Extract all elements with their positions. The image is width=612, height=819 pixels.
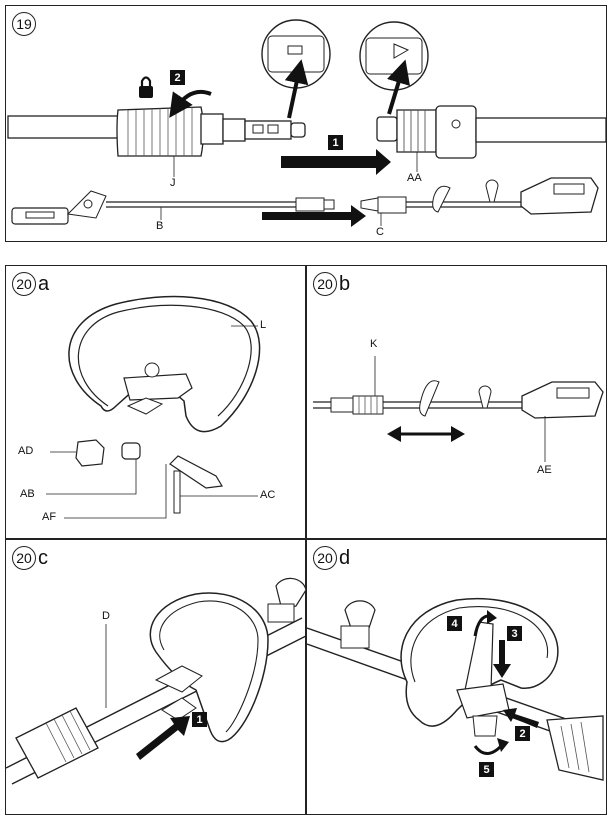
lock-icon bbox=[139, 76, 153, 98]
rotate-arrow-icon bbox=[473, 742, 505, 755]
label-d: D bbox=[102, 610, 110, 622]
part-ab bbox=[121, 442, 141, 460]
figure-20a-illustration bbox=[46, 295, 261, 519]
step-badge-2: 2 bbox=[515, 726, 530, 741]
figure-number: 20 c bbox=[12, 546, 48, 570]
arrow-down-icon bbox=[493, 640, 511, 678]
trimmer-body bbox=[313, 380, 604, 419]
step-badge-4: 4 bbox=[447, 616, 462, 631]
arrow-left-icon bbox=[503, 708, 539, 728]
figure-number: 20 b bbox=[313, 272, 350, 296]
figure-20d-illustration bbox=[307, 598, 604, 781]
double-arrow-icon bbox=[387, 426, 465, 442]
label-ab: AB bbox=[20, 488, 35, 500]
step-badge-1: 1 bbox=[192, 712, 207, 727]
pole-saw-head bbox=[11, 190, 335, 225]
label-k: K bbox=[370, 338, 378, 350]
right-shaft bbox=[376, 105, 607, 159]
figure-number-circle: 20 bbox=[313, 546, 337, 570]
figure-number-circle: 20 bbox=[12, 546, 36, 570]
part-ad bbox=[75, 439, 105, 467]
figure-suffix: b bbox=[339, 272, 351, 295]
rotate-arrow-icon bbox=[169, 89, 212, 118]
figure-suffix: d bbox=[339, 546, 351, 569]
figure-20a-panel: 20 a L AD AB AC AF bbox=[5, 265, 306, 539]
figure-20b-illustration bbox=[313, 356, 604, 462]
zoom-callout-left bbox=[261, 19, 331, 119]
label-af: AF bbox=[42, 511, 57, 523]
figure-20c-panel: 20 c D 1 bbox=[5, 539, 307, 815]
powerhead-unit bbox=[360, 177, 599, 215]
step-badge-1: 1 bbox=[328, 135, 343, 150]
figure-19-illustration bbox=[7, 19, 607, 227]
label-b: B bbox=[156, 220, 164, 232]
label-l: L bbox=[260, 319, 267, 331]
figure-20b-panel: 20 b K AE bbox=[306, 265, 607, 539]
figure-number-circle: 19 bbox=[12, 12, 36, 36]
arrow-right-icon bbox=[262, 205, 366, 227]
figure-20d-panel: 20 d 4 3 2 5 bbox=[306, 539, 607, 815]
figure-number-circle: 20 bbox=[12, 272, 36, 296]
figure-suffix: c bbox=[38, 546, 48, 569]
label-ad: AD bbox=[18, 445, 34, 457]
arrow-right-icon bbox=[281, 149, 391, 175]
arrow-diagonal-icon bbox=[136, 716, 190, 760]
figure-20c-illustration bbox=[6, 577, 307, 785]
shaft bbox=[6, 577, 307, 785]
label-aa: AA bbox=[407, 172, 422, 184]
step-badge-3: 3 bbox=[507, 626, 522, 641]
figure-suffix: a bbox=[38, 272, 50, 295]
left-shaft bbox=[7, 106, 306, 157]
step-badge-2: 2 bbox=[170, 70, 185, 85]
part-ac bbox=[169, 455, 223, 489]
figure-number-circle: 20 bbox=[313, 272, 337, 296]
figure-number: 20 d bbox=[313, 546, 350, 570]
figure-number: 20 a bbox=[12, 272, 49, 296]
step-badge-5: 5 bbox=[479, 762, 494, 777]
label-ae: AE bbox=[537, 464, 552, 476]
label-j: J bbox=[170, 177, 176, 189]
figure-number: 19 bbox=[12, 12, 36, 36]
figure-19-panel: 19 2 1 J AA B C bbox=[5, 5, 607, 242]
zoom-callout-right bbox=[359, 21, 429, 115]
handle-loop bbox=[149, 592, 269, 743]
label-c: C bbox=[376, 226, 384, 238]
label-ac: AC bbox=[260, 489, 276, 501]
